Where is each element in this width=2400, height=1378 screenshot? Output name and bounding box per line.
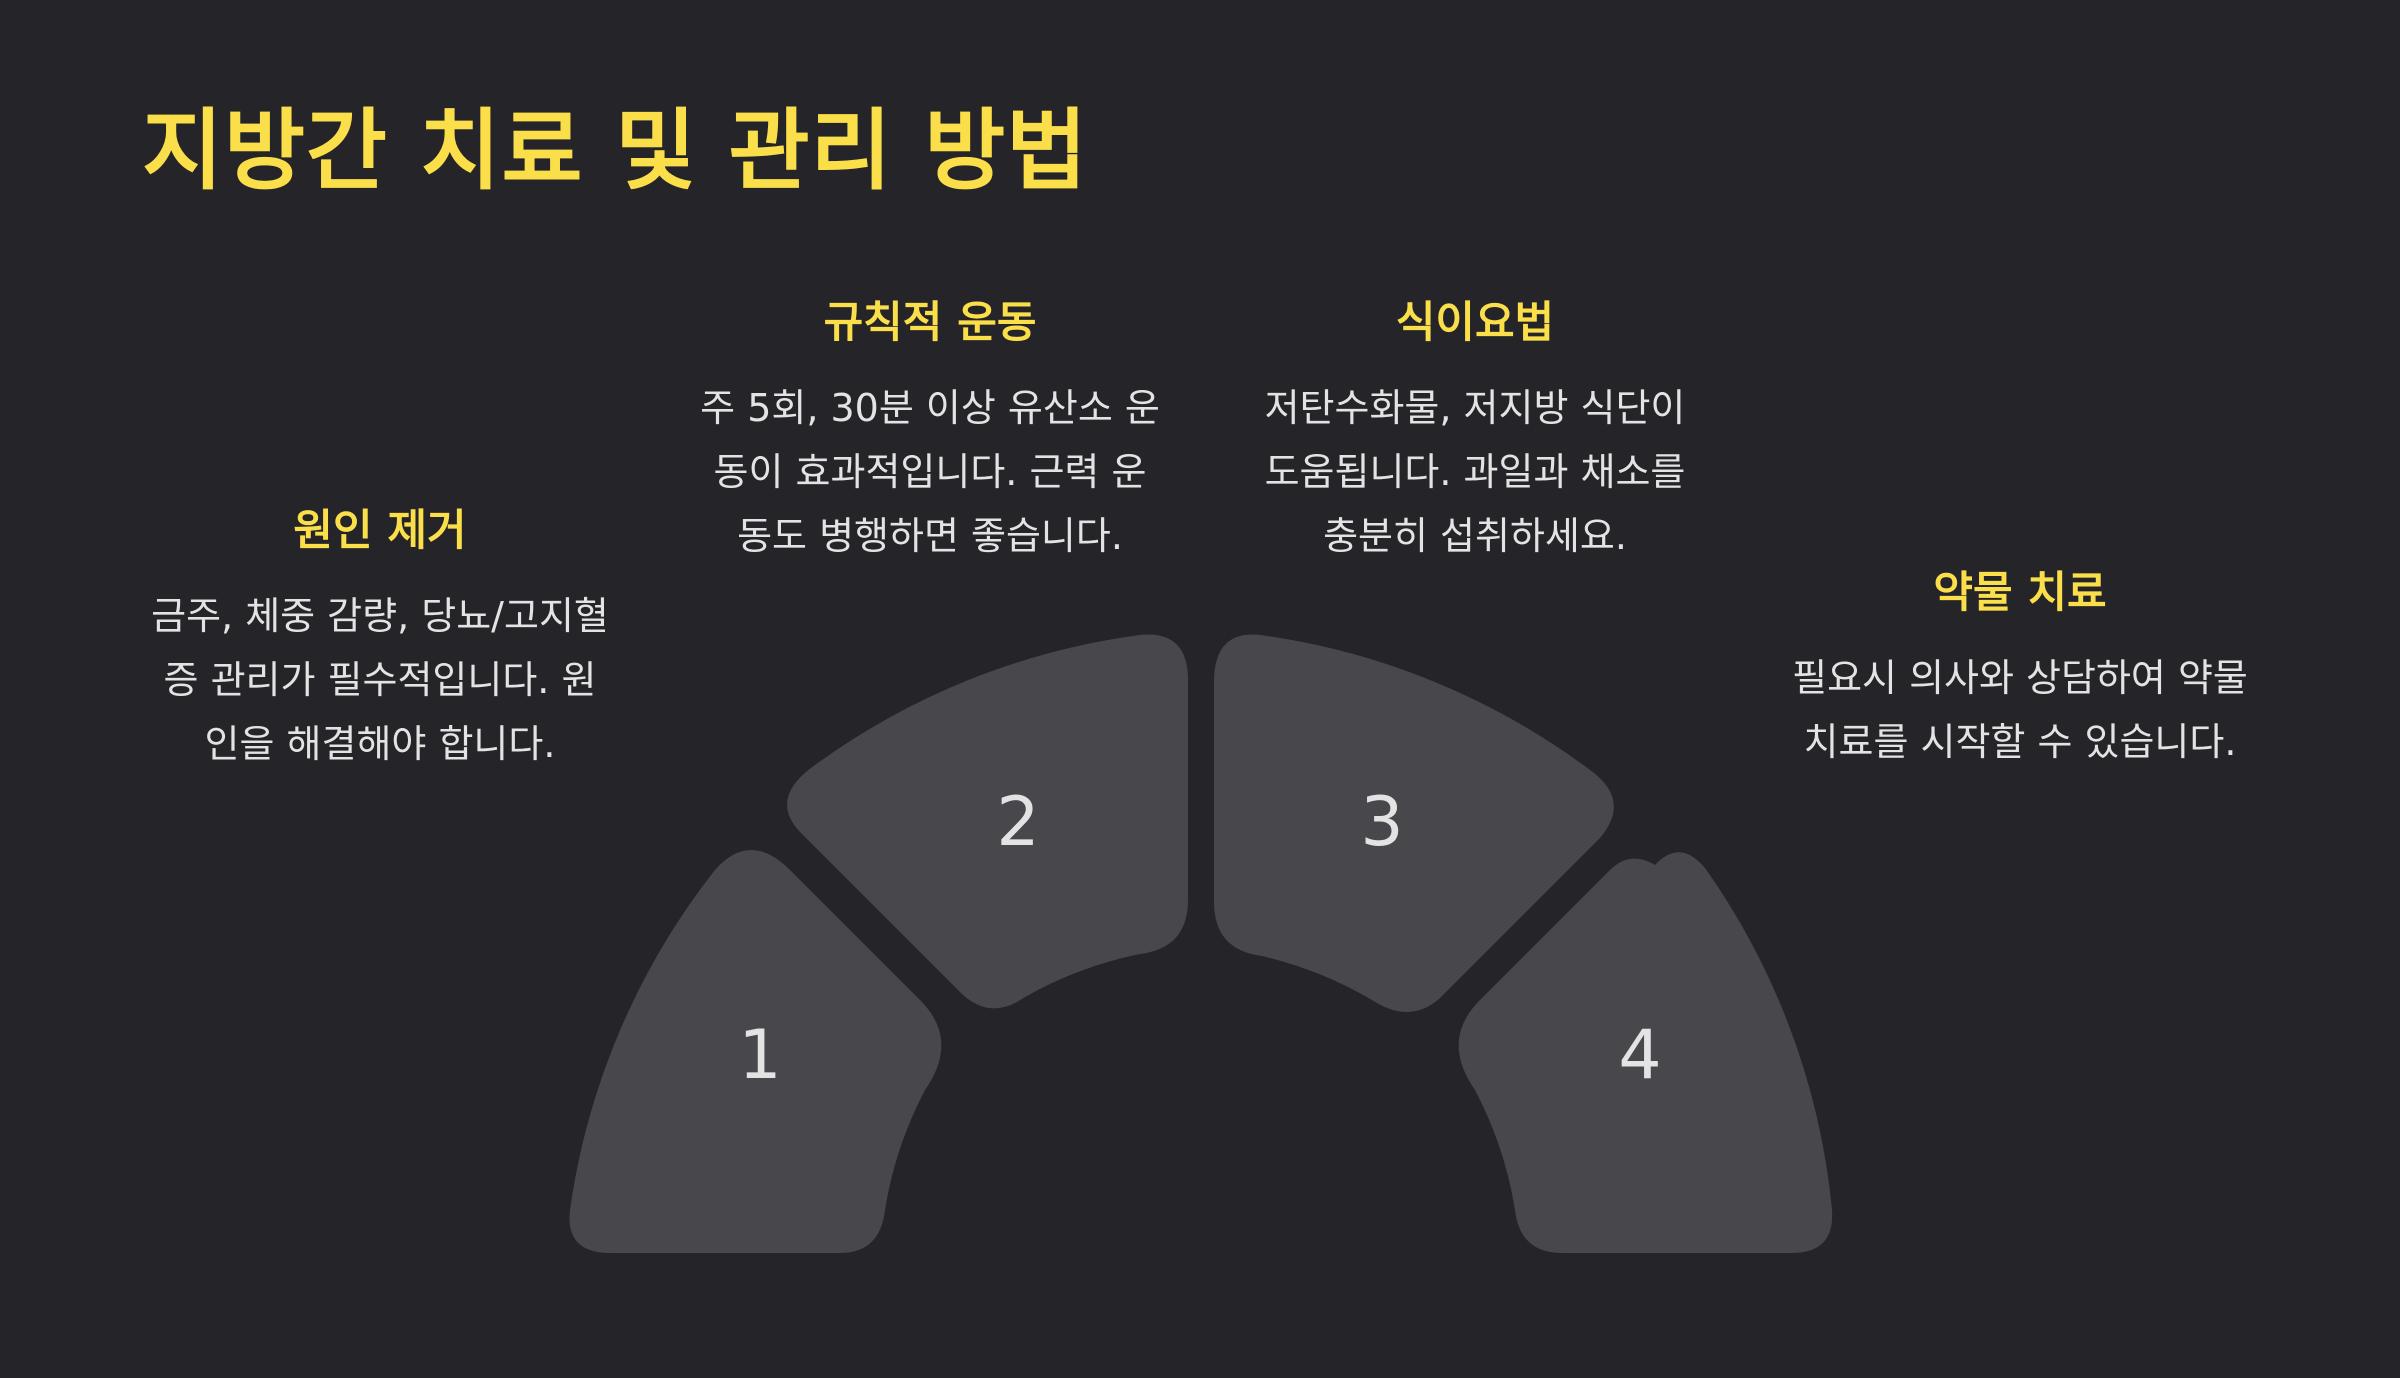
step-4-heading: 약물 치료	[1933, 568, 2107, 618]
step-3-description: 저탄수화물, 저지방 식단이 도움됩니다. 과일과 채소를 충분히 섭취하세요.	[1215, 376, 1735, 568]
step-3-line-2: 도움됩니다. 과일과 채소를	[1264, 449, 1686, 494]
segment-4	[1458, 852, 1833, 1253]
step-1-line-3: 인을 해결해야 합니다.	[204, 721, 556, 766]
step-1-block: 원인 제거 금주, 체중 감량, 당뇨/고지혈 증 관리가 필수적입니다. 원 …	[120, 506, 640, 776]
segment-3-number: 3	[1360, 783, 1403, 862]
segment-2-number: 2	[996, 783, 1039, 862]
step-3-line-1: 저탄수화물, 저지방 식단이	[1264, 385, 1686, 430]
page-title: 지방간 치료 및 관리 방법	[142, 99, 1089, 202]
segment-3	[1214, 634, 1614, 1013]
step-2-description: 주 5회, 30분 이상 유산소 운 동이 효과적입니다. 근력 운 동도 병행…	[670, 376, 1190, 568]
step-2-block: 규칙적 운동 주 5회, 30분 이상 유산소 운 동이 효과적입니다. 근력 …	[670, 298, 1190, 568]
step-4-description: 필요시 의사와 상담하여 약물 치료를 시작할 수 있습니다.	[1760, 646, 2280, 774]
step-3-heading: 식이요법	[1395, 298, 1555, 348]
segment-1	[569, 850, 942, 1253]
step-1-line-1: 금주, 체중 감량, 당뇨/고지혈	[151, 593, 609, 638]
step-2-line-1: 주 5회, 30분 이상 유산소 운	[700, 385, 1160, 430]
step-2-line-3: 동도 병행하면 좋습니다.	[737, 513, 1123, 558]
step-4-block: 약물 치료 필요시 의사와 상담하여 약물 치료를 시작할 수 있습니다.	[1760, 568, 2280, 774]
step-1-description: 금주, 체중 감량, 당뇨/고지혈 증 관리가 필수적입니다. 원 인을 해결해…	[120, 584, 640, 776]
step-4-line-2: 치료를 시작할 수 있습니다.	[1803, 719, 2237, 764]
step-2-line-2: 동이 효과적입니다. 근력 운	[713, 449, 1147, 494]
step-3-block: 식이요법 저탄수화물, 저지방 식단이 도움됩니다. 과일과 채소를 충분히 섭…	[1215, 298, 1735, 568]
step-1-line-2: 증 관리가 필수적입니다. 원	[163, 657, 597, 702]
step-3-line-3: 충분히 섭취하세요.	[1323, 513, 1627, 558]
segment-4-number: 4	[1618, 1016, 1661, 1095]
segment-1-number: 1	[738, 1016, 781, 1095]
step-4-line-1: 필요시 의사와 상담하여 약물	[1792, 655, 2248, 700]
segment-2	[787, 634, 1188, 1009]
step-1-heading: 원인 제거	[293, 506, 467, 556]
step-2-heading: 규칙적 운동	[823, 298, 1037, 348]
